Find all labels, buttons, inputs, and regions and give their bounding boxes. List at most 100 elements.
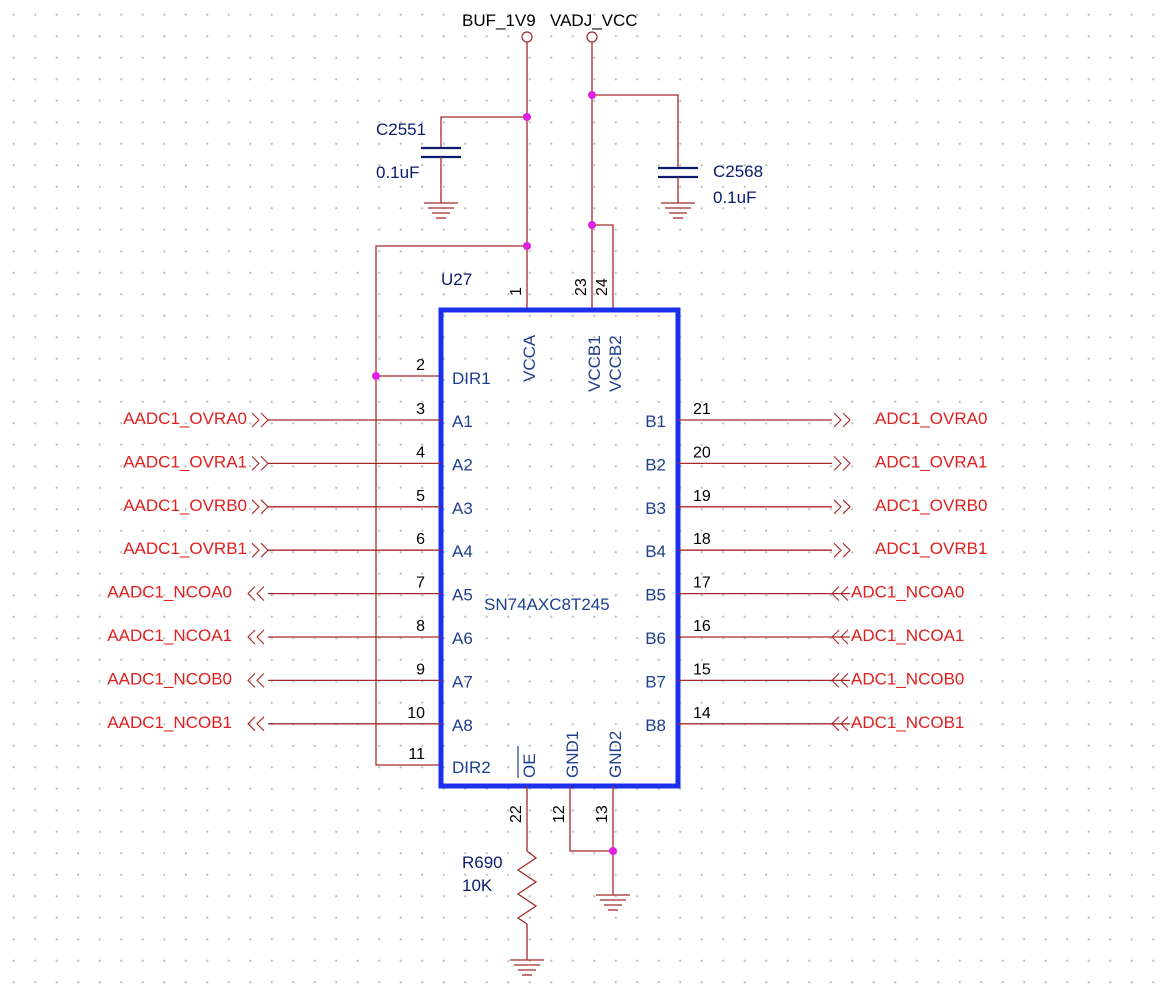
pin-name-a2: A2 xyxy=(452,455,473,474)
net-label-b6[interactable]: ADC1_NCOA1 xyxy=(851,626,964,645)
capacitor-c2551[interactable]: C2551 0.1uF xyxy=(376,116,527,203)
pin-name-dir1: DIR1 xyxy=(452,369,491,388)
power-port-vadj-vcc[interactable] xyxy=(586,31,598,43)
pin-number-dir1: 2 xyxy=(416,357,425,374)
wire-c2568-top xyxy=(592,94,679,168)
pin-number-oe: 22 xyxy=(508,805,525,823)
junction-dots xyxy=(372,91,617,855)
pin-name-b3: B3 xyxy=(645,499,666,518)
pin-number-a5: 7 xyxy=(416,575,425,592)
pin-name-b1: B1 xyxy=(645,412,666,431)
connector-a5[interactable] xyxy=(247,586,265,601)
connector-b5[interactable] xyxy=(831,586,849,601)
c2551-ref: C2551 xyxy=(376,120,426,139)
net-label-b5[interactable]: ADC1_NCOA0 xyxy=(851,583,964,602)
pin-number-a3: 5 xyxy=(416,488,425,505)
net-label-b7[interactable]: ADC1_NCOB0 xyxy=(851,669,964,688)
net-label-a7[interactable]: AADC1_NCOB0 xyxy=(107,669,232,688)
connector-a4[interactable] xyxy=(251,542,269,558)
pin-name-b4: B4 xyxy=(645,542,666,561)
c2568-value: 0.1uF xyxy=(713,188,756,207)
net-label-a5[interactable]: AADC1_NCOA0 xyxy=(107,583,232,602)
r690-value: 10K xyxy=(462,876,493,895)
pin-row-a1: 3A1 AADC1_OVRA0 xyxy=(123,401,473,431)
connector-b8[interactable] xyxy=(831,716,849,732)
pin-number-a4: 6 xyxy=(416,531,425,548)
pin-number-a2: 4 xyxy=(416,444,425,461)
pin-name-vccb1: VCCB1 xyxy=(585,335,604,392)
connector-a1[interactable] xyxy=(251,412,269,428)
connector-b6[interactable] xyxy=(831,629,849,645)
ground-symbol-c2551 xyxy=(424,202,458,219)
connector-a8[interactable] xyxy=(247,716,265,732)
pin-name-b5: B5 xyxy=(645,586,666,605)
pin-number-a8: 10 xyxy=(407,705,425,722)
pin-number-b4: 18 xyxy=(693,531,711,548)
pin-name-a7: A7 xyxy=(452,672,473,691)
power-port-buf-1v9[interactable] xyxy=(521,31,533,43)
pin-number-b8: 14 xyxy=(693,705,711,722)
pin-number-b3: 19 xyxy=(693,488,711,505)
junction-vccb xyxy=(588,221,596,229)
pin-row-a5: 7A5 AADC1_NCOA0 xyxy=(107,575,473,605)
junction-gnd xyxy=(609,847,617,855)
pin-name-vccb2: VCCB2 xyxy=(606,335,625,392)
net-label-a2[interactable]: AADC1_OVRA1 xyxy=(123,452,247,471)
connector-b4[interactable] xyxy=(833,542,851,558)
pin-row-a2: 4A2 AADC1_OVRA1 xyxy=(123,444,473,474)
net-label-a8[interactable]: AADC1_NCOB1 xyxy=(107,713,232,732)
pin-name-a1: A1 xyxy=(452,412,473,431)
connector-a6[interactable] xyxy=(247,629,265,645)
net-label-a6[interactable]: AADC1_NCOA1 xyxy=(107,626,232,645)
junction-c2568 xyxy=(588,91,596,99)
u27-body[interactable] xyxy=(438,307,681,789)
pin-name-b8: B8 xyxy=(645,716,666,735)
connector-b3[interactable] xyxy=(833,499,851,515)
net-label-b1[interactable]: ADC1_OVRA0 xyxy=(875,409,987,428)
u27-ref: U27 xyxy=(441,270,472,289)
net-label-b2[interactable]: ADC1_OVRA1 xyxy=(875,452,987,471)
pin-number-b1: 21 xyxy=(693,401,711,418)
pin-name-vcca: VCCA xyxy=(520,334,539,382)
pin-number-gnd1: 12 xyxy=(551,805,568,823)
resistor-r690[interactable] xyxy=(516,850,538,925)
ground-symbol-c2568 xyxy=(661,202,695,219)
net-label-a3[interactable]: AADC1_OVRB0 xyxy=(123,496,247,515)
ground-symbol-r690 xyxy=(510,959,544,976)
net-label-b4[interactable]: ADC1_OVRB1 xyxy=(875,539,987,558)
capacitor-c2568[interactable]: C2568 0.1uF xyxy=(592,94,763,207)
pin-name-a8: A8 xyxy=(452,716,473,735)
net-label-b3[interactable]: ADC1_OVRB0 xyxy=(875,496,987,515)
pin-name-b7: B7 xyxy=(645,672,666,691)
connector-a2[interactable] xyxy=(251,456,269,471)
pin-number-b2: 20 xyxy=(693,444,711,461)
net-label-a4[interactable]: AADC1_OVRB1 xyxy=(123,539,247,558)
connector-a7[interactable] xyxy=(247,673,265,688)
pin-name-dir2: DIR2 xyxy=(452,758,491,777)
wire-dir-loop xyxy=(375,245,527,766)
connector-b2[interactable] xyxy=(833,456,851,471)
pin-number-a1: 3 xyxy=(416,401,425,418)
connector-b7[interactable] xyxy=(831,673,849,688)
pin-number-b5: 17 xyxy=(693,575,711,592)
pin-number-dir2: 11 xyxy=(408,746,425,763)
connector-a3[interactable] xyxy=(251,499,269,515)
pin-number-vccb2: 24 xyxy=(594,278,611,296)
pin-name-a5: A5 xyxy=(452,586,473,605)
pin-name-gnd2: GND2 xyxy=(606,731,625,778)
c2568-ref: C2568 xyxy=(713,162,763,181)
net-label-a1[interactable]: AADC1_OVRA0 xyxy=(123,409,247,428)
net-label-b8[interactable]: ADC1_NCOB1 xyxy=(851,713,964,732)
connector-b1[interactable] xyxy=(833,412,851,428)
